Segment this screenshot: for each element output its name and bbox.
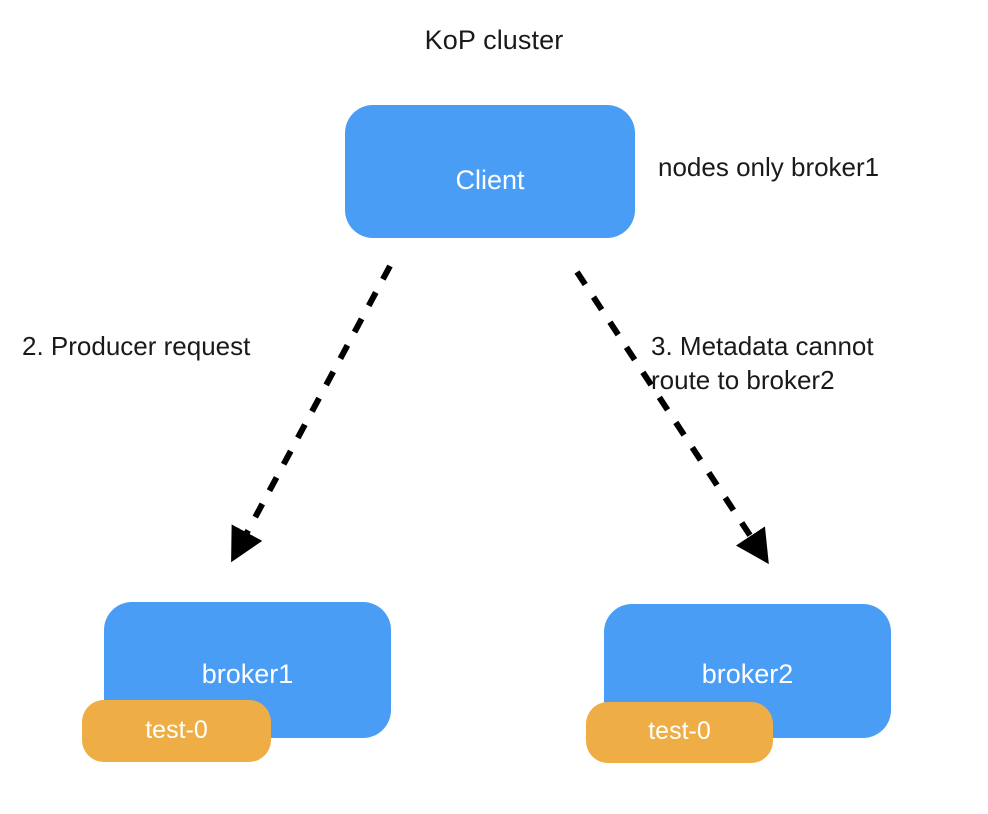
annotation-metadata-route: 3. Metadata cannot route to broker2 bbox=[651, 331, 874, 395]
node-client-label: Client bbox=[455, 165, 525, 195]
annotation-nodes-only-broker1: nodes only broker1 bbox=[658, 152, 880, 182]
badge-broker2-test-0[interactable]: test-0 bbox=[586, 702, 773, 763]
badge-broker1-test-0[interactable]: test-0 bbox=[82, 700, 271, 762]
node-broker1-label: broker1 bbox=[201, 659, 294, 689]
node-broker2-label: broker2 bbox=[701, 659, 794, 689]
node-client[interactable]: Client bbox=[345, 105, 635, 238]
annotation-producer-request: 2. Producer request bbox=[22, 331, 251, 361]
edge-client-to-broker2 bbox=[574, 270, 769, 565]
badge-broker2-label: test-0 bbox=[648, 717, 711, 745]
page-title: KoP cluster bbox=[424, 25, 564, 55]
badge-broker1-label: test-0 bbox=[145, 716, 208, 744]
edge-client-to-broker1 bbox=[231, 264, 393, 563]
